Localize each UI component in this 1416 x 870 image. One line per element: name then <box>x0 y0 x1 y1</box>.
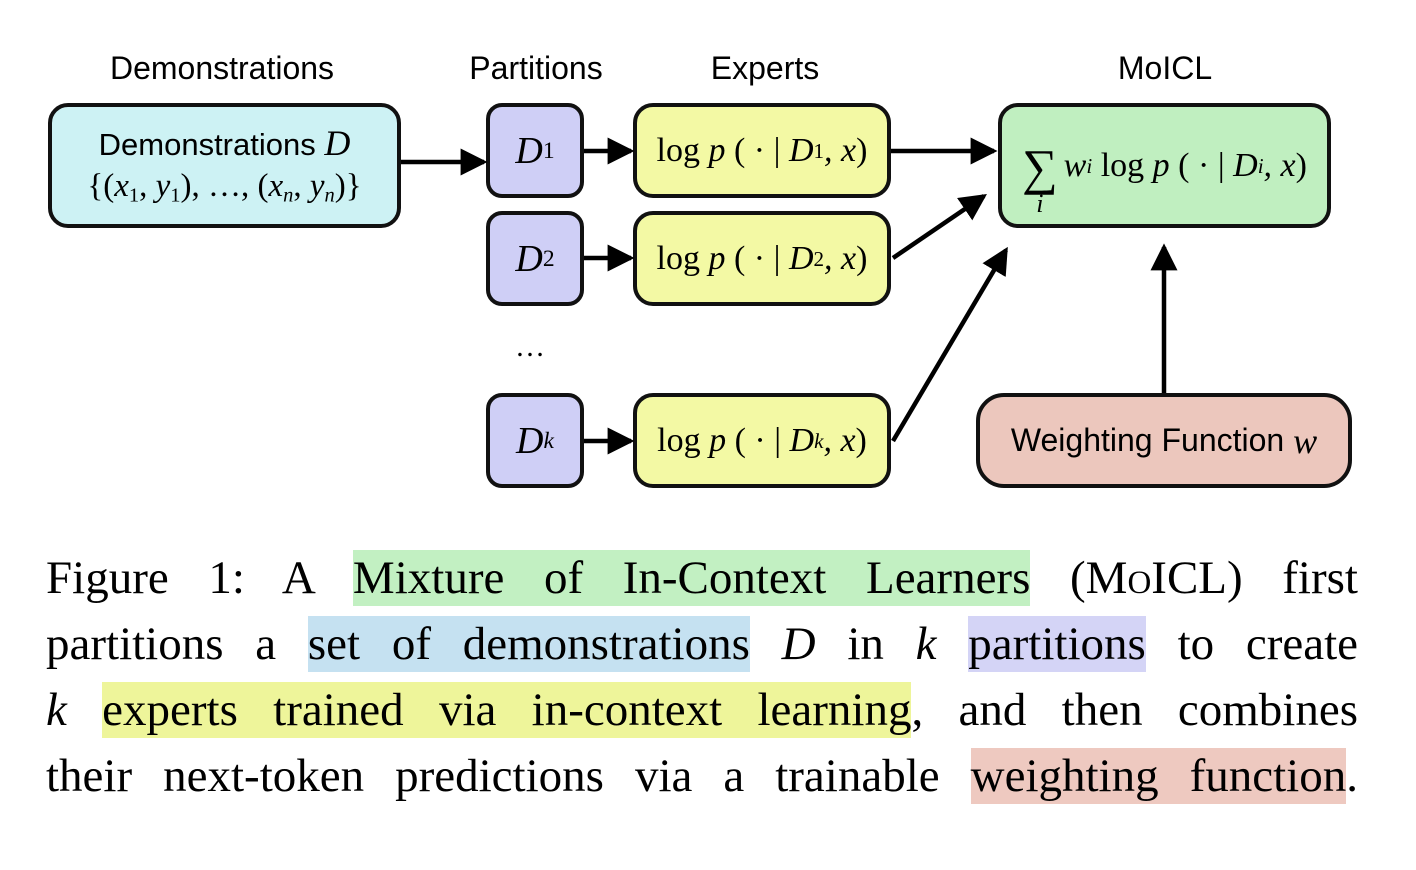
highlight-demonstrations: set of demonstrations <box>307 616 750 672</box>
demonstrations-set: {(x1, y1), …, (xn, yn)} <box>87 167 362 207</box>
highlight-partitions: partitions <box>968 616 1146 672</box>
caption-line-2: partitions a set of demonstrations D in … <box>46 616 1359 672</box>
header-demonstrations: Demonstrations <box>109 50 335 86</box>
highlight-experts: experts trained via in-context learning <box>102 682 912 738</box>
weighting-function-box: Weighting Function w <box>976 393 1352 488</box>
highlight-mixture: Mixture of In-Context Learners <box>352 550 1031 606</box>
header-partitions: Partitions <box>469 50 603 86</box>
ellipsis: … <box>515 330 545 363</box>
demonstrations-label: Demonstrations D <box>98 122 351 163</box>
caption-line-3: k experts trained via in-context learnin… <box>46 682 1358 738</box>
sum-symbol: ∑i <box>1022 138 1058 218</box>
header-experts: Experts <box>710 50 820 86</box>
figure-caption: Figure 1: A Mixture of In-Context Learne… <box>46 545 1358 809</box>
arrow-expert2-to-moicl <box>891 193 987 260</box>
demonstrations-box: Demonstrations D {(x1, y1), …, (xn, yn)} <box>48 103 401 228</box>
caption-line-1: Figure 1: A Mixture of In-Context Learne… <box>46 550 1358 606</box>
caption-line-4: their next-token predictions via a train… <box>46 748 1358 804</box>
highlight-weighting: weighting function <box>970 748 1347 804</box>
arrow-expertk-to-moicl <box>891 246 1008 443</box>
header-moicl: MoICL <box>1117 50 1213 86</box>
